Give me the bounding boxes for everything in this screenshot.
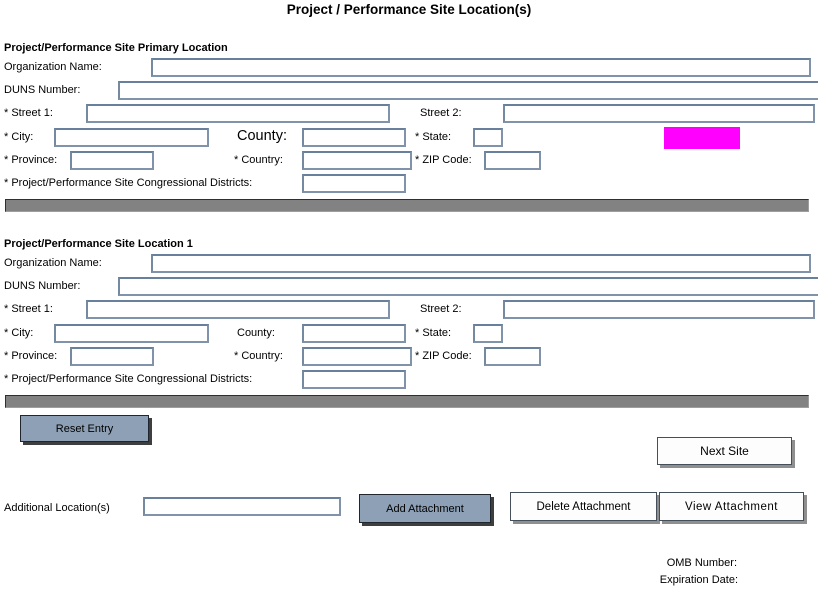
primary-location-section: Project/Performance Site Primary Locatio… <box>0 42 818 212</box>
street2-input[interactable] <box>503 104 815 123</box>
city-input[interactable] <box>54 324 209 343</box>
zip-code-input[interactable] <box>484 151 541 170</box>
county-input[interactable] <box>302 324 406 343</box>
province-label: * Province: <box>4 350 58 362</box>
state-input[interactable] <box>473 128 503 147</box>
country-input[interactable] <box>302 347 412 366</box>
congressional-districts-input[interactable] <box>302 174 406 193</box>
county-input[interactable] <box>302 128 406 147</box>
location-1-section: Project/Performance Site Location 1 Orga… <box>0 238 818 408</box>
section-divider-bar <box>5 395 809 408</box>
omb-number-label: OMB Number: <box>666 557 737 569</box>
city-input[interactable] <box>54 128 209 147</box>
section-header: Project/Performance Site Primary Locatio… <box>4 42 228 54</box>
duns-number-input[interactable] <box>118 277 818 296</box>
street1-label: * Street 1: <box>4 107 53 119</box>
organization-name-input[interactable] <box>151 254 811 273</box>
city-label: * City: <box>4 131 34 143</box>
congressional-districts-label: * Project/Performance Site Congressional… <box>4 177 253 189</box>
zip-code-label: * ZIP Code: <box>415 350 472 362</box>
city-label: * City: <box>4 327 34 339</box>
duns-number-label: DUNS Number: <box>4 280 81 292</box>
street1-label: * Street 1: <box>4 303 53 315</box>
highlight-box <box>664 127 740 149</box>
street2-input[interactable] <box>503 300 815 319</box>
country-input[interactable] <box>302 151 412 170</box>
organization-name-input[interactable] <box>151 58 811 77</box>
zip-code-input[interactable] <box>484 347 541 366</box>
section-header: Project/Performance Site Location 1 <box>4 238 193 250</box>
next-site-button[interactable]: Next Site <box>657 437 792 465</box>
additional-locations-label: Additional Location(s) <box>4 502 110 514</box>
section-divider-bar <box>5 199 809 212</box>
congressional-districts-label: * Project/Performance Site Congressional… <box>4 373 253 385</box>
reset-entry-button[interactable]: Reset Entry <box>20 415 149 442</box>
duns-number-label: DUNS Number: <box>4 84 81 96</box>
country-label: * Country: <box>234 350 283 362</box>
view-attachment-button[interactable]: View Attachment <box>659 492 804 521</box>
street2-label: Street 2: <box>420 107 462 119</box>
duns-number-input[interactable] <box>118 81 818 100</box>
delete-attachment-button[interactable]: Delete Attachment <box>510 492 657 521</box>
street2-label: Street 2: <box>420 303 462 315</box>
state-label: * State: <box>415 131 452 143</box>
state-label: * State: <box>415 327 452 339</box>
county-label: County: <box>237 128 287 144</box>
congressional-districts-input[interactable] <box>302 370 406 389</box>
expiration-date-label: Expiration Date: <box>659 574 738 586</box>
page-title: Project / Performance Site Location(s) <box>286 2 532 17</box>
province-input[interactable] <box>70 151 154 170</box>
zip-code-label: * ZIP Code: <box>415 154 472 166</box>
street1-input[interactable] <box>86 104 390 123</box>
add-attachment-button[interactable]: Add Attachment <box>359 494 491 523</box>
country-label: * Country: <box>234 154 283 166</box>
street1-input[interactable] <box>86 300 390 319</box>
province-input[interactable] <box>70 347 154 366</box>
organization-name-label: Organization Name: <box>4 61 102 73</box>
organization-name-label: Organization Name: <box>4 257 102 269</box>
county-label: County: <box>237 327 275 339</box>
additional-locations-input[interactable] <box>143 497 341 516</box>
province-label: * Province: <box>4 154 58 166</box>
state-input[interactable] <box>473 324 503 343</box>
